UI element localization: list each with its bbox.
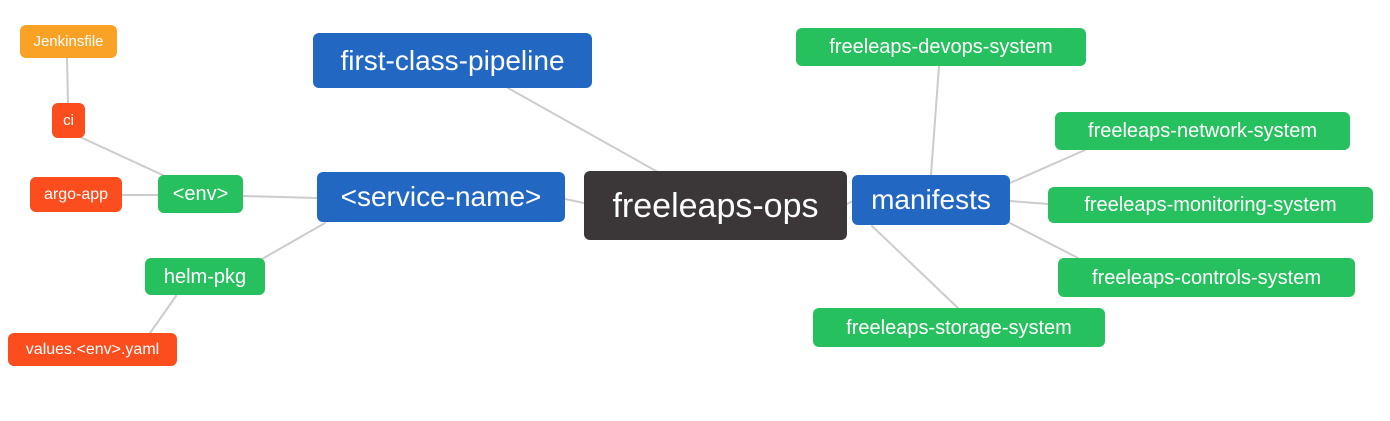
node-argo-app[interactable]: argo-app [30, 177, 122, 212]
node-helm-pkg[interactable]: helm-pkg [145, 258, 265, 295]
node-jenkinsfile[interactable]: Jenkinsfile [20, 25, 117, 58]
node-env[interactable]: <env> [158, 175, 243, 213]
edge-helmpkg-servicename [261, 222, 326, 260]
node-values-env-yaml[interactable]: values.<env>.yaml [8, 333, 177, 366]
node-manifests[interactable]: manifests [852, 175, 1010, 225]
node-freeleaps-controls-system[interactable]: freeleaps-controls-system [1058, 258, 1355, 297]
node-freeleaps-monitoring-system[interactable]: freeleaps-monitoring-system [1048, 187, 1373, 223]
edge-pipeline-freeleapsops [507, 87, 657, 172]
node-freeleaps-storage-system[interactable]: freeleaps-storage-system [813, 308, 1105, 347]
edge-servicename-freeleapsops [564, 198, 585, 204]
node-first-class-pipeline[interactable]: first-class-pipeline [313, 33, 592, 88]
edge-manifests-devops [930, 65, 940, 176]
edge-manifests-monitoring [1009, 200, 1049, 205]
node-freeleaps-devops-system[interactable]: freeleaps-devops-system [796, 28, 1086, 66]
edge-manifests-network [1009, 149, 1086, 184]
node-freeleaps-network-system[interactable]: freeleaps-network-system [1055, 112, 1350, 150]
edge-ci-env [79, 136, 168, 178]
edge-manifests-storage [871, 225, 959, 309]
edge-env-servicename [242, 195, 318, 199]
node-service-name[interactable]: <service-name> [317, 172, 565, 222]
edge-manifests-controls [1007, 221, 1079, 259]
node-ci[interactable]: ci [52, 103, 85, 138]
node-freeleaps-ops[interactable]: freeleaps-ops [584, 171, 847, 240]
edge-jenkinsfile-ci [66, 57, 69, 104]
edge-values-helmpkg [149, 295, 177, 334]
